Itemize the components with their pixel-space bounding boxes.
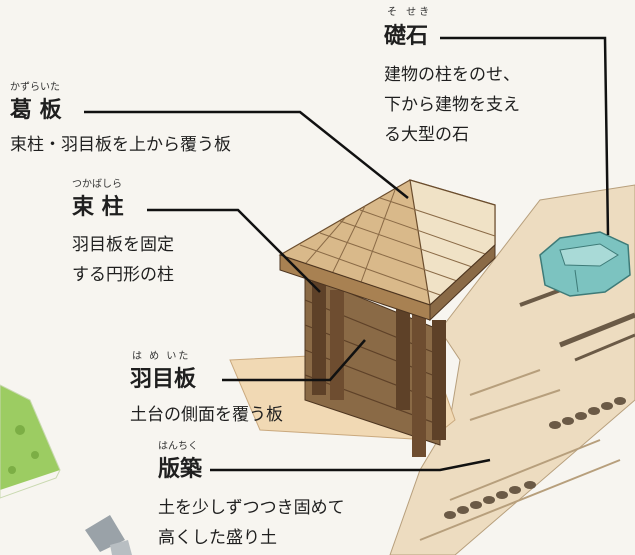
leader-hameita — [222, 339, 366, 382]
kazuraita-reading: かずらいた — [10, 82, 60, 93]
hameita-term: 羽目板 — [130, 367, 197, 392]
soseki-desc-2: 下から建物を支え — [384, 95, 520, 115]
hanchiku-desc-1: 土を少しずつつき固めて — [158, 498, 345, 518]
kazuraita-term: 葛 板 — [10, 98, 62, 123]
hanchiku-term: 版築 — [158, 457, 203, 482]
leader-tsukabashira — [147, 208, 321, 293]
hameita-reading: は め いた — [132, 351, 191, 362]
leader-kazuraita — [84, 110, 409, 199]
grass-patch — [0, 384, 61, 499]
leader-soseki — [440, 36, 610, 236]
hameita-desc-1: 土台の側面を覆う板 — [130, 405, 283, 425]
base-stone — [539, 231, 631, 297]
tsukabashira-term: 束 柱 — [72, 195, 124, 220]
leader-hanchiku — [210, 458, 491, 472]
soseki-desc-1: 建物の柱をのせ、 — [384, 65, 520, 85]
tsukabashira-desc-2: する円形の柱 — [72, 265, 174, 285]
soseki-desc-3: る大型の石 — [384, 125, 469, 145]
hanchiku-reading: はんちく — [158, 441, 198, 452]
wooden-platform — [278, 179, 496, 457]
tsukabashira-desc-1: 羽目板を固定 — [72, 235, 174, 255]
soseki-reading: そ せき — [387, 7, 433, 18]
kazuraita-desc-1: 束柱・羽目板を上から覆う板 — [10, 135, 231, 155]
pebbles — [85, 515, 132, 555]
hanchiku-desc-2: 高くした盛り土 — [158, 528, 277, 548]
soseki-term: 礎石 — [384, 24, 429, 49]
leader-lines — [84, 36, 610, 472]
tsukabashira-reading: つかばしら — [72, 179, 122, 190]
